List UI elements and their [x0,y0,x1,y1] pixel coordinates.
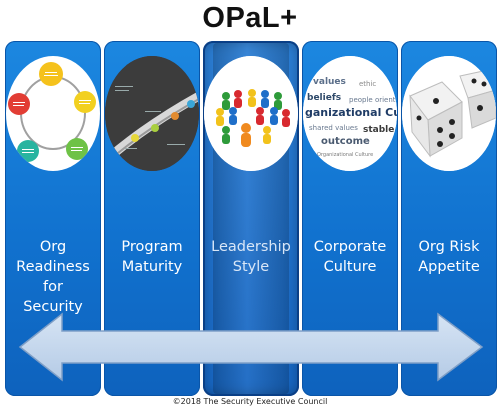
game-pawns-image [204,56,298,171]
column-label: Corporate Culture [302,237,398,277]
word-cloud-word: ethic [359,80,376,88]
dice-image [402,56,496,171]
copyright-text: ©2018 The Security Executive Council [172,397,328,406]
label-line: Leadership [211,239,291,255]
word-cloud-word: stable [363,125,394,135]
column-label: Org Readiness for Security [5,237,101,317]
label-line: for [43,279,63,295]
column-org-readiness: Org Readiness for Security [5,41,101,396]
word-cloud-word: ganizational Cult [305,106,397,119]
word-cloud-word: Organizational Culture [317,152,373,158]
column-label: Leadership Style [203,237,299,277]
word-cloud-word: values [313,77,346,87]
label-line: Readiness [16,259,90,275]
label-line: Culture [323,259,377,275]
word-cloud-image: values ethic beliefs people oriented gan… [303,56,397,171]
cycle-diagram-image [6,56,100,171]
label-line: Appetite [418,259,480,275]
page-title: OPaL+ [202,2,298,34]
label-line: Maturity [121,259,183,275]
label-line: Org Risk [418,239,480,255]
word-cloud-word: people oriented [349,96,397,104]
label-line: Corporate [313,239,387,255]
column-label: Org Risk Appetite [401,237,497,277]
column-label: Program Maturity [104,237,200,277]
column-org-risk-appetite: Org Risk Appetite [401,41,497,396]
label-line: Style [232,259,270,275]
label-line: Org [39,239,67,255]
word-cloud-word: outcome [321,136,370,147]
label-line: Program [121,239,183,255]
word-cloud-word: beliefs [307,93,341,103]
word-cloud-word: shared values [309,124,358,132]
label-line: Security [23,299,83,315]
